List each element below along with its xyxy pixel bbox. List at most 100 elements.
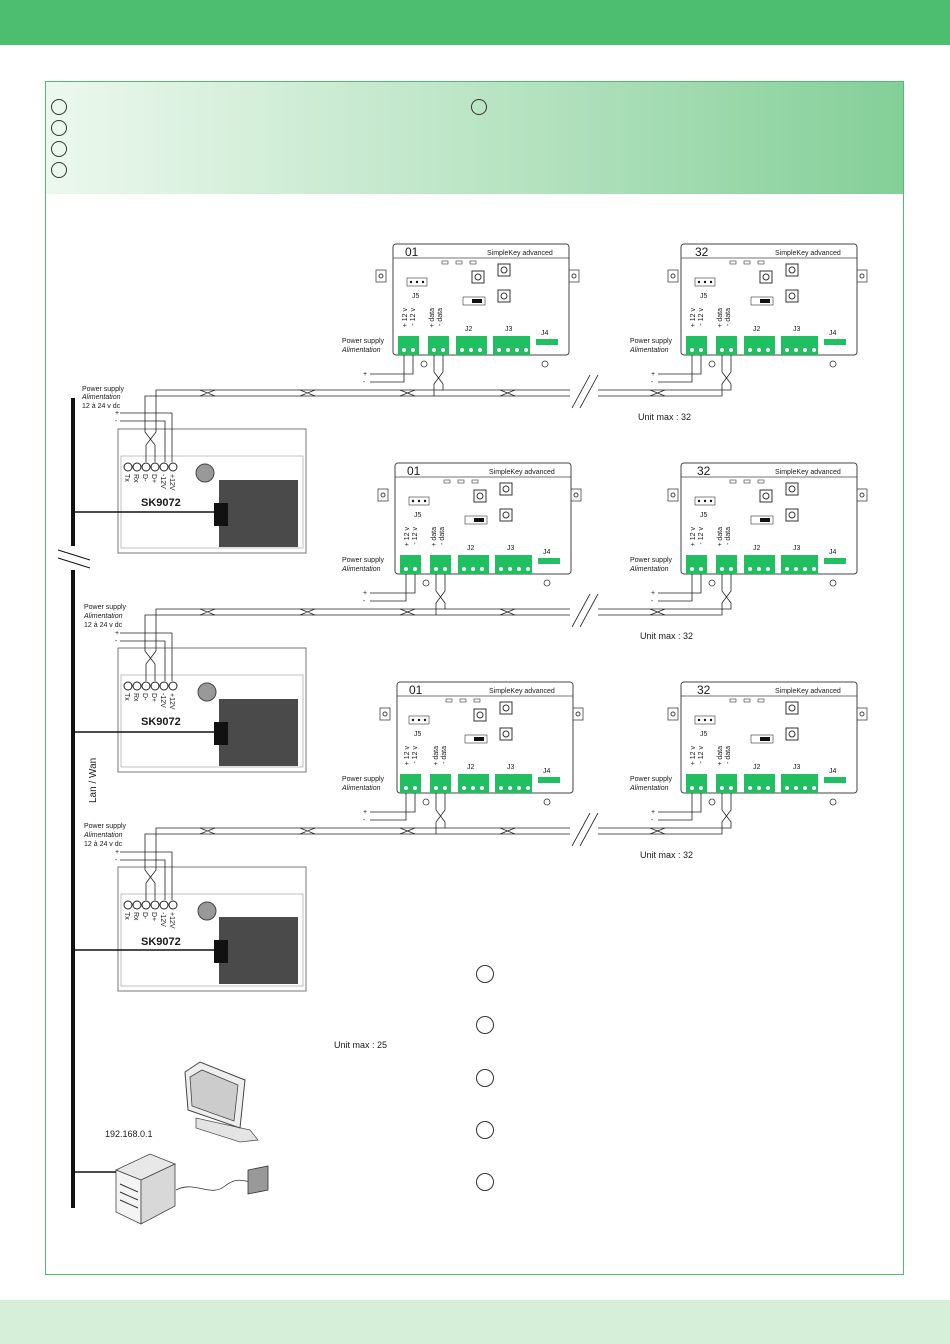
reader-supply-label: Power supply (342, 338, 385, 345)
reader-title: SimpleKey advanced (489, 688, 555, 695)
reader-supply-label-fr: Alimentation (341, 347, 381, 354)
jumper-j5: J5 (700, 731, 708, 738)
top-color-band (0, 0, 950, 45)
bus-break-mark (579, 593, 599, 628)
reader-title: SimpleKey advanced (775, 469, 841, 476)
reader-bus-tap (720, 793, 732, 835)
unit-max-label: Unit max : 32 (640, 631, 693, 641)
reader-supply-label: Power supply (630, 776, 673, 783)
power-minus-label: - 12 v (698, 746, 705, 764)
connector-j4: J4 (543, 549, 551, 556)
reader-supply-minus: - (363, 598, 366, 605)
terminal-rx: Rx (132, 474, 139, 483)
data-connector (716, 555, 737, 574)
note-marker-5 (476, 1173, 494, 1191)
connector-j3: J3 (507, 545, 515, 552)
reader-supply-label-fr: Alimentation (629, 347, 669, 354)
terminal-block (123, 900, 178, 910)
terminal-tx: Tx (123, 693, 130, 701)
controller-inner-frame (120, 455, 304, 549)
supply-label: Power supply (84, 823, 127, 830)
data-connector (716, 336, 737, 355)
pc-workstation: 192.168.0.1 (75, 1061, 269, 1225)
connector-j3-block (781, 774, 818, 793)
reader-power-wires (658, 574, 702, 602)
reader-supply-plus: + (363, 371, 367, 378)
supply-label-fr: Alimentation (83, 613, 123, 620)
data-bus-cable-end (598, 827, 720, 835)
reader-supply-minus: - (651, 817, 654, 824)
terminal-minus-12v: -12V (159, 912, 166, 927)
bus-break-mark (571, 812, 591, 847)
connector-j3: J3 (507, 764, 515, 771)
controller-inner-frame (120, 893, 304, 987)
connector-j2-block (458, 774, 489, 793)
data-bus-cable-end (598, 608, 720, 616)
status-led (195, 463, 215, 483)
connector-j4-block (824, 339, 846, 345)
unit-max-label: Unit max : 32 (638, 412, 691, 422)
legend-marker-4 (51, 162, 67, 178)
power-plus-label: + 12 v (690, 308, 697, 328)
connector-j4-block (538, 777, 560, 783)
legend-marker-5 (471, 99, 487, 115)
data-bus-cable-end (598, 389, 720, 397)
connector-j2: J2 (753, 326, 761, 333)
reader-power-wires (658, 793, 702, 821)
supply-plus: + (115, 630, 119, 637)
data-bus-cable (144, 389, 570, 462)
supply-label-fr: Alimentation (81, 394, 121, 401)
data-minus-label: - data (439, 527, 446, 545)
reader-bus-tap (720, 355, 732, 397)
reader-number: 32 (695, 245, 709, 259)
reader-bus-tap (435, 793, 446, 834)
supply-voltage: 12 à 24 v dc (82, 403, 121, 410)
reader-bus-tap (435, 574, 446, 615)
terminal-plus-12v: +12V (168, 912, 175, 929)
power-minus-label: - 12 v (698, 308, 705, 326)
jumper-j5: J5 (700, 293, 708, 300)
usb-cable (175, 1179, 251, 1191)
terminal-minus-12v: -12V (159, 474, 166, 489)
status-led (197, 682, 217, 702)
connector-j3-block (781, 336, 818, 355)
server-tower-icon (114, 1153, 177, 1225)
controller-3: Tx Rx D- D+ -12V +12V SK9072 (75, 866, 307, 992)
connector-j2: J2 (467, 545, 475, 552)
power-connector (686, 555, 707, 574)
reader-title: SimpleKey advanced (775, 688, 841, 695)
connector-j3: J3 (793, 326, 801, 333)
reader-last: 32 SimpleKey advanced J5 + 12 v - 12 v +… (629, 462, 868, 616)
power-minus-label: - 12 v (412, 746, 419, 764)
connector-j3-block (495, 555, 532, 574)
reader-bus-tap (433, 355, 444, 396)
terminal-d-plus: D+ (150, 912, 157, 921)
terminal-d-plus: D+ (150, 474, 157, 483)
data-connector (716, 774, 737, 793)
reader-supply-minus: - (363, 379, 366, 386)
status-led (197, 901, 217, 921)
jumper-j5: J5 (414, 512, 422, 519)
supply-label: Power supply (84, 604, 127, 611)
connector-j4-block (824, 558, 846, 564)
connector-j4: J4 (541, 330, 549, 337)
controller-model: SK9072 (141, 716, 181, 728)
supply-voltage: 12 à 24 v dc (84, 622, 123, 629)
unit-max-label: Unit max : 32 (640, 850, 693, 860)
data-connector (430, 555, 451, 574)
terminal-rx: Rx (132, 693, 139, 702)
reader-title: SimpleKey advanced (775, 250, 841, 257)
controller-power-wires (120, 851, 173, 900)
reader-bus-tap (720, 574, 732, 616)
reader-supply-minus: - (363, 817, 366, 824)
reader-first: 01 SimpleKey advanced J5 + 12 v - 12 v +… (341, 462, 582, 615)
data-plus-label: + data (431, 527, 438, 547)
reader-supply-plus: + (651, 809, 655, 816)
supply-label: Power supply (82, 386, 125, 393)
terminal-rx: Rx (132, 912, 139, 921)
power-plus-label: + 12 v (402, 308, 409, 328)
connector-j3-block (495, 774, 532, 793)
power-minus-label: - 12 v (410, 308, 417, 326)
power-connector (686, 774, 707, 793)
